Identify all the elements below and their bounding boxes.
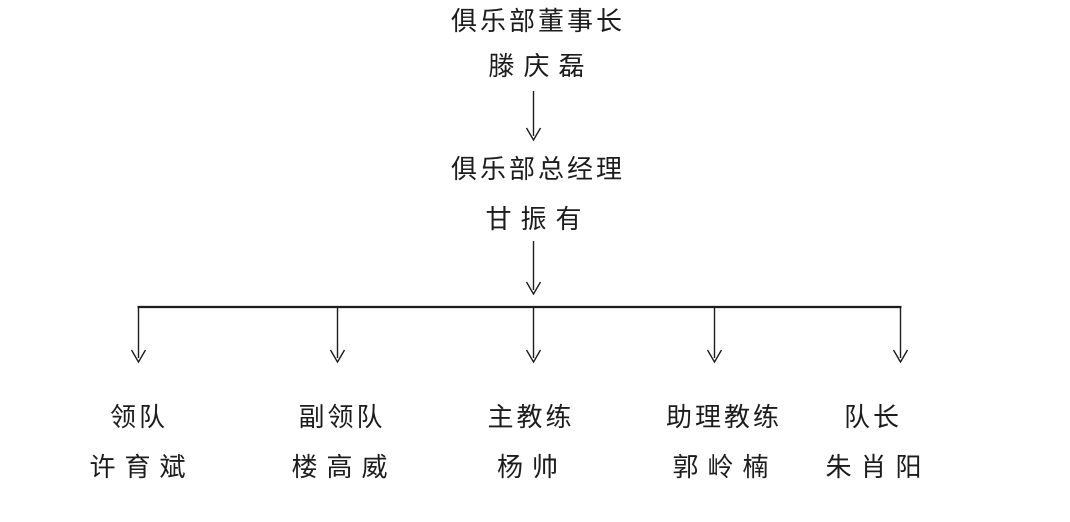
arrow-down-icon [525, 281, 542, 296]
staff-title-zhulijiaolian: 助理教练 [665, 403, 783, 432]
staff-name-zhujiaolian: 杨帅 [496, 453, 568, 482]
general-manager-name: 甘振有 [485, 205, 591, 234]
arrow-down-icon [130, 349, 147, 364]
staff-title-fulingdui: 副领队 [298, 403, 386, 432]
arrow-down-icon [329, 349, 346, 364]
staff-name-fulingdui: 楼高威 [291, 453, 397, 482]
arrow-down-icon [525, 127, 542, 142]
general-manager-title: 俱乐部总经理 [450, 155, 626, 184]
staff-title-lingdui: 领队 [109, 403, 169, 432]
chairman-title: 俱乐部董事长 [450, 7, 626, 36]
arrow-down-icon [706, 349, 723, 364]
staff-name-duizhang: 朱肖阳 [825, 453, 931, 482]
chairman-name: 滕庆磊 [488, 52, 594, 81]
staff-name-lingdui: 许育斌 [89, 453, 195, 482]
arrow-down-icon [892, 349, 909, 364]
staff-title-zhujiaolian: 主教练 [487, 403, 575, 432]
arrow-down-icon [525, 349, 542, 364]
staff-name-zhulijiaolian: 郭岭楠 [672, 453, 778, 482]
staff-title-duizhang: 队长 [843, 403, 903, 432]
